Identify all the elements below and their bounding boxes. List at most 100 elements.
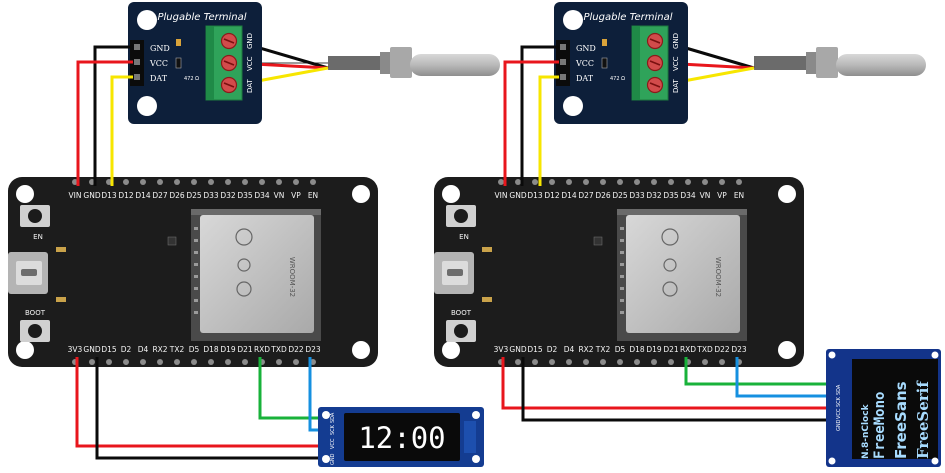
module-name-2: WROOM-32	[714, 257, 722, 297]
bottom-pin-3v3: 3V3	[68, 345, 83, 354]
bottom-pin-d21-2: D21	[663, 345, 679, 354]
top-pin-d14: D14	[135, 191, 151, 200]
top-pin-en: EN	[308, 191, 318, 200]
bottom-pin-txd: TXD	[270, 345, 287, 354]
bottom-pin-rx2: RX2	[152, 345, 167, 354]
bottom-pin-gnd: GND	[83, 345, 100, 354]
module-name: WROOM-32	[288, 257, 296, 297]
top-pin-d27: D27	[152, 191, 168, 200]
oled-pin-vcc: VCC	[836, 408, 842, 419]
bottom-pin-3v3-2: 3V3	[494, 345, 509, 354]
oled-line-2: FreeMono	[872, 392, 888, 459]
bottom-pin-d2: D2	[121, 345, 132, 354]
bottom-pin-d18: D18	[203, 345, 219, 354]
right-assembly: Plugable Terminal GND VCC DAT 472 Ω GND …	[433, 1, 941, 467]
en-label: EN	[33, 233, 43, 241]
top-pin-gnd-2: GND	[509, 191, 526, 200]
top-pin-d13: D13	[101, 191, 117, 200]
pad-label-dat-2: DAT	[576, 74, 594, 83]
top-pin-vp-2: VP	[717, 191, 727, 200]
bottom-pin-d15: D15	[101, 345, 117, 354]
bottom-pin-d19-2: D19	[646, 345, 662, 354]
top-pin-vn-2: VN	[700, 191, 711, 200]
top-pin-vn: VN	[274, 191, 285, 200]
terminal-title-2: Plugable Terminal	[584, 12, 673, 23]
bottom-pin-d22-2: D22	[714, 345, 730, 354]
screw-label-vcc: VCC	[246, 56, 254, 71]
oled-line-3: FreeSans	[892, 381, 910, 459]
top-pin-gnd: GND	[83, 191, 100, 200]
resistor-label-2: 472 Ω	[610, 76, 625, 82]
top-pin-d35: D35	[237, 191, 253, 200]
oled-pin-gnd: GND	[836, 419, 842, 431]
bottom-pin-d5: D5	[189, 345, 200, 354]
top-pin-vin: VIN	[69, 191, 82, 200]
left-assembly: Plugable Terminal GND VCC DAT 472 Ω GND …	[7, 1, 500, 467]
bottom-pin-d4-2: D4	[564, 345, 575, 354]
top-pin-d26: D26	[169, 191, 185, 200]
top-pin-d32-2: D32	[646, 191, 662, 200]
boot-label: BOOT	[25, 309, 46, 317]
terminal-module: Plugable Terminal GND VCC DAT 472 Ω GND …	[127, 1, 263, 125]
bottom-pin-d15-2: D15	[527, 345, 543, 354]
oled-display: N.8-nClock FreeMono FreeSans FreeSerif G…	[826, 349, 941, 467]
bottom-pin-d18-2: D18	[629, 345, 645, 354]
bottom-pin-tx2: TX2	[169, 345, 185, 354]
boot-label-2: BOOT	[451, 309, 472, 317]
screw-label-vcc-2: VCC	[672, 56, 680, 71]
top-pin-d13-2: D13	[527, 191, 543, 200]
pad-label-vcc: VCC	[149, 59, 168, 68]
oled-line-4: FreeSerif	[914, 380, 932, 459]
bottom-pin-d5-2: D5	[615, 345, 626, 354]
terminal-module-2: Plugable Terminal GND VCC DAT 472 Ω GND …	[553, 1, 689, 125]
screw-label-gnd-2: GND	[672, 33, 680, 49]
screw-label-dat-2: DAT	[672, 78, 680, 93]
clock-pin-vcc: VCC	[330, 438, 336, 449]
en-label-2: EN	[459, 233, 469, 241]
top-pin-d34: D34	[254, 191, 270, 200]
pad-label-gnd: GND	[150, 44, 170, 53]
resistor-label: 472 Ω	[184, 76, 199, 82]
bottom-pin-d4: D4	[138, 345, 149, 354]
top-pin-d25: D25	[186, 191, 202, 200]
top-pin-d34-2: D34	[680, 191, 696, 200]
pad-label-dat: DAT	[150, 74, 168, 83]
screw-label-gnd: GND	[246, 33, 254, 49]
top-pin-vp: VP	[291, 191, 301, 200]
top-pin-d12-2: D12	[544, 191, 560, 200]
top-pin-d35-2: D35	[663, 191, 679, 200]
clock-pin-gnd: GND	[330, 453, 336, 465]
pad-label-vcc-2: VCC	[575, 59, 594, 68]
top-pin-vin-2: VIN	[495, 191, 508, 200]
bottom-pin-d22: D22	[288, 345, 304, 354]
bottom-pin-d19: D19	[220, 345, 236, 354]
oled-line-1: N.8-nClock	[861, 403, 871, 459]
terminal-title: Plugable Terminal	[158, 12, 247, 23]
top-pin-d26-2: D26	[595, 191, 611, 200]
top-pin-d12: D12	[118, 191, 134, 200]
bottom-pin-d21: D21	[237, 345, 253, 354]
top-pin-d14-2: D14	[561, 191, 577, 200]
bottom-pin-rxd-2: RXD	[680, 345, 696, 354]
top-pin-d33: D33	[203, 191, 219, 200]
top-pin-en-2: EN	[734, 191, 744, 200]
bottom-pin-txd-2: TXD	[696, 345, 713, 354]
pad-label-gnd-2: GND	[576, 44, 596, 53]
bottom-pin-d23-2: D23	[731, 345, 747, 354]
bottom-pin-tx2-2: TX2	[595, 345, 611, 354]
top-pin-d27-2: D27	[578, 191, 594, 200]
bottom-pin-rx2-2: RX2	[578, 345, 593, 354]
temperature-probe-2	[754, 47, 926, 78]
top-pin-d33-2: D33	[629, 191, 645, 200]
clock-time: 12:00	[358, 421, 445, 455]
top-pin-d25-2: D25	[612, 191, 628, 200]
top-pin-d32: D32	[220, 191, 236, 200]
